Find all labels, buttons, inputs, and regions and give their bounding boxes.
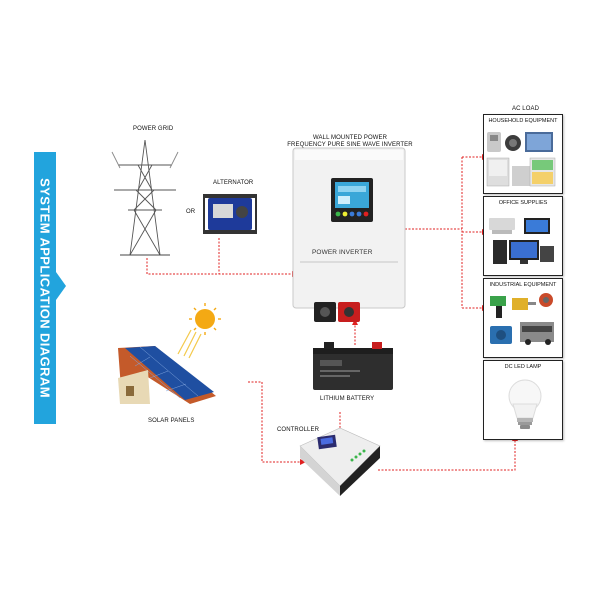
solar-panels-icon: [118, 346, 216, 404]
alternator-label: ALTERNATOR: [213, 180, 254, 186]
inverter-title: WALL MOUNTED POWER FREQUENCY PURE SINE W…: [280, 135, 420, 149]
power-grid-label: POWER GRID: [133, 126, 174, 132]
battery-label: LITHIUM BATTERY: [320, 396, 375, 402]
load-panel-industrial: INDUSTRIAL EQUIPMENT: [483, 278, 563, 358]
controller-to-lamp-line: [378, 441, 516, 471]
controller-label: CONTROLLER: [277, 427, 320, 433]
lithium-battery-icon: [313, 342, 393, 390]
inverter-title-line1: WALL MOUNTED POWER: [312, 135, 388, 141]
load-panel-title: HOUSEHOLD EQUIPMENT: [488, 118, 558, 124]
grid-to-inverter-line: [146, 258, 292, 275]
inverter-title-line2: FREQUENCY PURE SINE WAVE INVERTER: [287, 142, 413, 148]
sidebar-banner: [34, 152, 56, 424]
alternator-icon: [203, 194, 257, 234]
inverter-badge: POWER INVERTER: [312, 249, 373, 256]
load-panel-title: INDUSTRIAL EQUIPMENT: [489, 282, 557, 288]
ac-load-label: AC LOAD: [512, 106, 540, 112]
sidebar-arrow: [56, 272, 66, 300]
solar-panels-label: SOLAR PANELS: [148, 418, 195, 424]
power-grid-tower-icon: [111, 139, 179, 256]
or-label: OR: [186, 209, 196, 215]
controller-icon: [299, 427, 381, 496]
solar-to-controller-line: [248, 381, 300, 463]
load-panel-office: OFFICE SUPPLIES: [483, 196, 563, 276]
load-panel-title: OFFICE SUPPLIES: [498, 200, 548, 206]
sun-icon: [177, 303, 221, 359]
inverter-illustration: [292, 147, 406, 322]
load-panel-led-lamp: DC LED LAMP: [483, 360, 563, 440]
load-panel-title: DC LED LAMP: [504, 364, 542, 370]
connector-lines: [146, 156, 516, 471]
load-panel-household: HOUSEHOLD EQUIPMENT: [483, 114, 563, 194]
